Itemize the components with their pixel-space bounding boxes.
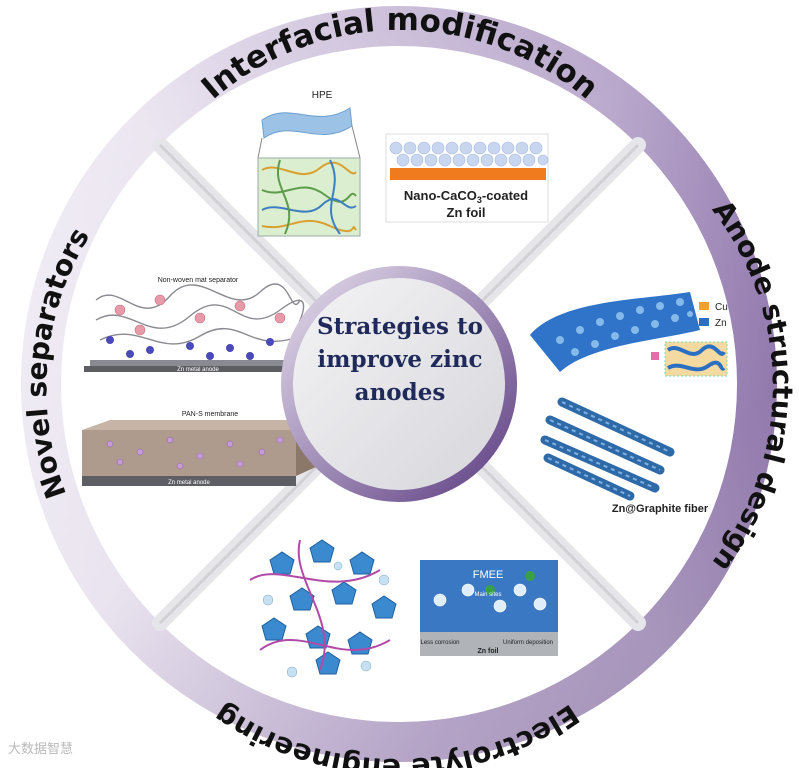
svg-text:Cu: Cu <box>715 302 728 313</box>
svg-text:FMEE: FMEE <box>473 569 504 581</box>
svg-text:PAN-S membrane: PAN-S membrane <box>182 411 238 418</box>
svg-text:Main sites: Main sites <box>474 592 501 598</box>
svg-text:Zn: Zn <box>715 318 727 329</box>
svg-text:Nano-CaCO3-coated: Nano-CaCO3-coated <box>404 188 528 205</box>
svg-text:Non-woven mat separator: Non-woven mat separator <box>158 277 239 284</box>
watermark: 大数据智慧 <box>8 742 74 757</box>
zn-graphite-fiber-illustration: Zn@Graphite fiber <box>540 397 709 515</box>
center-title: Strategies to improve zinc anodes <box>297 310 503 409</box>
svg-text:Zn metal anode: Zn metal anode <box>168 480 210 486</box>
center-title-line-1: Strategies to <box>317 313 483 340</box>
hpe-illustration: HPE <box>257 90 361 237</box>
center-title-line-3: anodes <box>354 379 446 406</box>
svg-text:HPE: HPE <box>312 90 333 101</box>
caco3-coated-zn-foil: Nano-CaCO3-coated Zn foil <box>385 133 549 223</box>
pan-s-membrane-illustration: PAN-S membrane Zn metal anode <box>82 411 318 486</box>
cu-zn-mesh-illustration: Cu Zn <box>530 292 728 377</box>
svg-text:Zn foil: Zn foil <box>478 648 499 655</box>
center-title-line-2: improve zinc <box>317 346 483 373</box>
nonwoven-separator-illustration: Non-woven mat separator Zn metal anode <box>84 277 312 373</box>
svg-text:Zn@Graphite fiber: Zn@Graphite fiber <box>612 503 709 515</box>
svg-text:Zn metal anode: Zn metal anode <box>177 367 219 373</box>
fmee-illustration: FMEE Main sites Less corrosion Uniform d… <box>420 560 558 656</box>
svg-text:Less corrosion: Less corrosion <box>420 640 459 646</box>
center-disk <box>293 278 505 490</box>
svg-text:Uniform deposition: Uniform deposition <box>503 640 553 646</box>
svg-text:Zn foil: Zn foil <box>447 205 486 220</box>
electrolyte-cluster-illustration <box>249 539 397 678</box>
